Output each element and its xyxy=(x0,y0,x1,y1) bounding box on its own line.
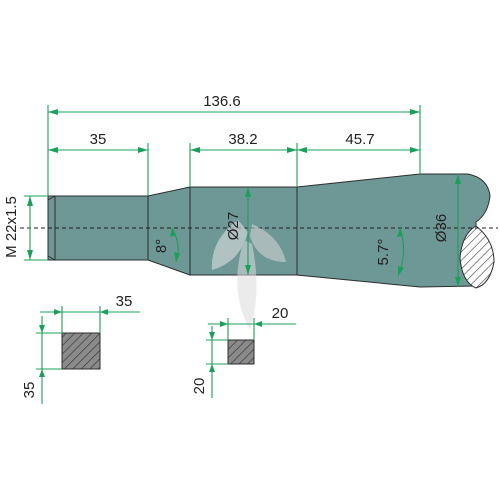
end-diameter-label: Ø36 xyxy=(433,214,450,242)
thread-chamfer-top xyxy=(47,195,56,201)
arrow-thread-right xyxy=(138,147,148,153)
arrow-angle-large-top xyxy=(397,228,403,237)
arrow-end-dia-bottom xyxy=(455,277,461,287)
overall-length-label: 136.6 xyxy=(203,93,241,110)
arrow-sq-small-h-top xyxy=(209,332,215,340)
thread-chamfer-bottom xyxy=(47,255,56,261)
thread-spec-label: M 22x1.5 xyxy=(3,196,20,258)
arrow-sq-large-h-top xyxy=(39,325,45,333)
arrow-angle-small-top xyxy=(170,228,176,237)
section-square-large: 35 35 xyxy=(21,293,140,404)
square-large-height-label: 35 xyxy=(21,382,38,399)
arrow-mid-dia-bottom xyxy=(245,265,251,275)
arrow-thread-dia-bottom xyxy=(27,250,33,260)
taper-section-small xyxy=(147,186,191,276)
arrow-end-left xyxy=(297,147,307,153)
arrow-sq-small-h-bottom xyxy=(209,364,215,372)
hatched-section-icon xyxy=(459,225,495,289)
arrow-middle-left xyxy=(190,147,200,153)
square-small-width-label: 20 xyxy=(272,305,289,322)
arrow-angle-large-bottom xyxy=(398,266,404,276)
arrow-sq-large-w-left xyxy=(54,309,62,315)
square-small-hatched xyxy=(227,339,255,365)
arrow-sq-small-w-left xyxy=(220,321,228,327)
square-large-width-label: 35 xyxy=(116,293,133,310)
angle-small-label: 8° xyxy=(153,239,170,253)
arrow-end-right xyxy=(410,147,420,153)
arrow-mid-dia-top xyxy=(245,187,251,197)
angle-large-label: 5.7° xyxy=(375,239,392,266)
arrow-angle-small-bottom xyxy=(174,252,180,262)
arrow-sq-small-w-right xyxy=(254,321,262,327)
leaf-logo-icon xyxy=(211,220,286,330)
mid-diameter-label: Ø27 xyxy=(225,212,242,240)
arrow-sq-large-h-bottom xyxy=(39,369,45,377)
end-length-label: 45.7 xyxy=(345,131,374,148)
arrow-thread-left xyxy=(48,147,58,153)
arrow-overall-left xyxy=(48,109,58,115)
middle-length-label: 38.2 xyxy=(228,131,257,148)
arrow-sq-large-w-right xyxy=(100,309,108,315)
taper-section-large xyxy=(296,173,491,288)
square-large-hatched xyxy=(61,332,101,370)
arrow-middle-right xyxy=(287,147,297,153)
arrow-overall-right xyxy=(410,109,420,115)
arrow-thread-dia-top xyxy=(27,196,33,206)
thread-length-label: 35 xyxy=(90,131,107,148)
arrow-end-dia-top xyxy=(455,174,461,184)
dimensions: 136.6 35 38.2 45.7 M 22x1.5 Ø27 xyxy=(3,93,461,287)
section-square-small: 20 20 xyxy=(191,305,296,398)
square-small-height-label: 20 xyxy=(191,378,208,395)
